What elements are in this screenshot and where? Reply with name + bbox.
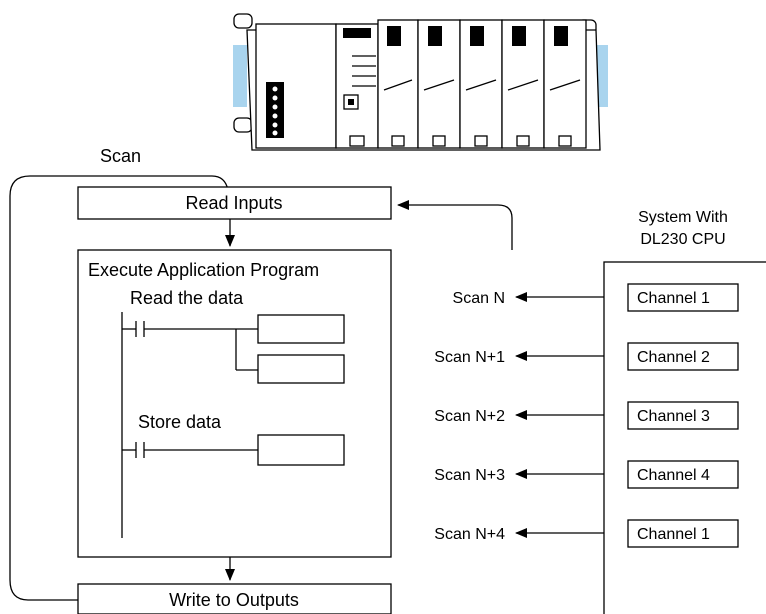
store-data-label: Store data [138, 412, 222, 432]
store-output-box [257, 434, 345, 466]
scan-rows: Scan N Channel 1 Scan N+1 Channel 2 Scan N+2… [434, 283, 739, 548]
channel-box-4 [627, 460, 739, 489]
channel-box-1 [627, 283, 739, 312]
channel-label-1: Channel 1 [637, 290, 710, 307]
channel-box-2 [627, 342, 739, 371]
write-outputs-box [77, 583, 392, 614]
read-output-box-2 [257, 354, 345, 384]
scan-label-1: Scan N [453, 290, 505, 307]
execute-program-label: Execute Application Program [88, 260, 319, 280]
channel-box-3 [627, 401, 739, 430]
read-output-box-1 [257, 314, 345, 344]
channel-label-4: Channel 4 [637, 467, 710, 484]
mount-ear-bottom-left [233, 117, 253, 133]
left-bracket [233, 45, 247, 107]
read-inputs-label: Read Inputs [185, 193, 282, 213]
scan-label-4: Scan N+3 [434, 467, 505, 484]
io-modules [377, 19, 587, 149]
channel-box-5 [627, 519, 739, 548]
scan-label: Scan [100, 146, 141, 166]
execute-program-box [77, 249, 392, 558]
scan-label-2: Scan N+1 [434, 349, 505, 366]
system-box [603, 261, 766, 614]
scan-label-5: Scan N+4 [434, 526, 505, 543]
plc-base-illustration [233, 13, 608, 151]
terminal-block [266, 82, 284, 138]
channel-label-2: Channel 2 [637, 349, 710, 366]
channel-label-5: Channel 1 [637, 526, 710, 543]
read-data-label: Read the data [130, 288, 244, 308]
feedback-arrow [397, 200, 513, 250]
channel-label-3: Channel 3 [637, 408, 710, 425]
write-outputs-label: Write to Outputs [169, 590, 299, 610]
scan-label-3: Scan N+2 [434, 408, 505, 425]
system-title-line2: DL230 CPU [640, 231, 725, 248]
ladder-logic [121, 312, 345, 538]
mount-ear-top-left [233, 13, 253, 29]
read-inputs-box [77, 186, 392, 220]
system-title-line1: System With [638, 209, 728, 226]
